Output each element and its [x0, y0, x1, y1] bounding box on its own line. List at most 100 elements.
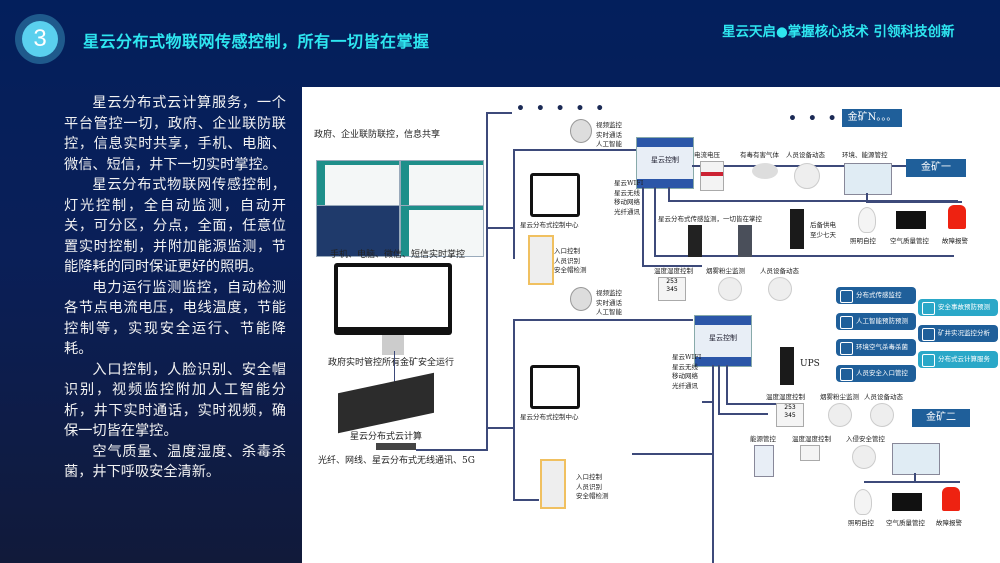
wireless-label-2: 星云WIFI 星云无线 移动网络 光纤通讯	[672, 353, 702, 390]
screenshot-dashboard-3	[316, 205, 400, 257]
energy-meter	[754, 445, 774, 477]
server-rack-2	[738, 225, 752, 257]
light-bulb-1	[858, 207, 876, 233]
lighting-label-1: 照明自控	[850, 237, 876, 245]
paragraph-power: 电力运行监测监控，自动检测各节点电流电压，电线温度，节能控制等，实现安全运行、节…	[64, 279, 286, 358]
feature-pill-sensor: 分布式传感监控	[836, 287, 916, 304]
feature-pill-mine-monitor: 矿井实况监控分析	[918, 325, 998, 342]
alarm-light-2	[942, 487, 960, 511]
env-controller-1	[844, 163, 892, 195]
alarm-light-1	[948, 205, 966, 229]
temp-humidity-label-1: 温度湿度控制	[654, 267, 693, 275]
lighting-label-2: 照明自控	[848, 519, 874, 527]
camera-label-2: 视频监控 实时通话 人工智能	[596, 289, 622, 316]
sliders-icon	[840, 316, 853, 329]
env-controller-2	[892, 443, 940, 475]
toxic-gas-label: 有毒有害气体	[740, 151, 779, 159]
wireless-label-1: 星云WIFI 星云无线 移动网络 光纤通讯	[614, 179, 644, 216]
camera-icon	[922, 328, 935, 341]
smoke-detector-1	[718, 277, 742, 301]
cloud-server	[338, 372, 434, 434]
entry-gate-2	[540, 459, 566, 509]
air-quality-label-2: 空气质量管控	[886, 519, 925, 527]
network-switch	[376, 443, 416, 450]
current-voltage-label: 电流电压	[694, 151, 720, 159]
monitor-icon	[840, 290, 853, 303]
screenshot-dashboard-2	[400, 160, 484, 212]
fault-alarm-label-1: 故障报警	[942, 237, 968, 245]
slogan: 星云天启●掌握核心技术 引领科技创新	[722, 24, 955, 40]
description-text: 星云分布式云计算服务，一个平台管控一切，政府、企业联防联控，信息实时共享，手机、…	[64, 93, 286, 483]
backup-power-label: 后备供电 至少七天	[810, 221, 836, 239]
bell-icon	[922, 302, 935, 315]
sensor-monitor-label: 星云分布式传感监测，一切皆在掌控	[658, 215, 762, 223]
gas-sensor	[752, 163, 778, 179]
mine-n-tag: 金矿N。。。	[842, 109, 902, 127]
id-card-icon	[840, 368, 853, 381]
energy-ctrl-label: 能源管控	[750, 435, 776, 443]
step-badge: 3	[22, 21, 58, 57]
cloud-label: 星云分布式云计算	[350, 432, 423, 442]
presence-sensor-1	[794, 163, 820, 189]
paragraph-entry: 入口控制，人脸识别、安全帽识别，视频监控附加人工智能分析，井下实时通话，实时视频…	[64, 361, 286, 440]
controller-2: 星云控制	[694, 315, 752, 367]
paragraph-air: 空气质量、温度湿度、杀毒杀菌，井下呼吸安全清新。	[64, 443, 286, 481]
camera-label-1: 视频监控 实时通话 人工智能	[596, 121, 622, 148]
fault-alarm-label-2: 故障报警	[936, 519, 962, 527]
page-title: 星云分布式物联网传感控制，所有一切皆在掌握	[83, 32, 430, 51]
feature-pill-air: 环境空气杀毒杀菌	[836, 339, 916, 356]
control-center-label-2: 星云分布式控制中心	[520, 413, 579, 421]
intrusion-sensor	[852, 445, 876, 469]
ups-label: UPS	[800, 359, 820, 369]
personnel-label-1: 人员设备动态	[786, 151, 825, 159]
control-center-screen-2	[530, 365, 580, 409]
entry-gate-1	[528, 235, 554, 285]
paragraph-cloud: 星云分布式云计算服务，一个平台管控一切，政府、企业联防联控，信息实时共享，手机、…	[64, 95, 286, 173]
backup-ups-1	[790, 209, 804, 249]
camera-icon	[570, 119, 592, 143]
ups-unit	[780, 347, 794, 385]
copy-icon	[922, 354, 935, 367]
system-diagram: 政府、企业联防联控，信息共享 手机、电脑、微信、短信实时掌控 政府实时管控所有金…	[302, 87, 1000, 563]
screenshot-dashboard-4	[400, 205, 484, 257]
smoke-detector-2	[828, 403, 852, 427]
smoke-dust-label-1: 烟雾粉尘监测	[706, 267, 745, 275]
devices-label: 手机、电脑、微信、短信实时掌控	[330, 250, 466, 260]
server-rack-1	[688, 225, 702, 257]
feature-pill-entry: 人员安全入口管控	[836, 365, 916, 382]
temp-humidity-label-3: 温度湿度控制	[792, 435, 831, 443]
network-label: 光纤、网线、星云分布式无线通讯、5G	[318, 456, 475, 466]
intrusion-label: 入侵安全管控	[846, 435, 885, 443]
camera-icon-2	[570, 287, 592, 311]
controller-1: 星云控制	[636, 137, 694, 189]
feature-pill-cloud: 分布式云计算服务	[918, 351, 998, 368]
gov-share-label: 政府、企业联防联控，信息共享	[314, 130, 441, 140]
presence-sensor-2	[768, 277, 792, 301]
temp-humidity-label-2: 温度湿度控制	[766, 393, 805, 401]
feature-pill-ai: 人工智能预防预测	[836, 313, 916, 330]
env-energy-label: 环境、能源管控	[842, 151, 888, 159]
entry-label-2: 入口控制 人员识别 安全帽检测	[576, 473, 609, 500]
personnel-label-2: 人员设备动态	[760, 267, 799, 275]
screenshot-dashboard-1	[316, 160, 400, 212]
mine-2-tag: 金矿二	[912, 409, 970, 427]
presence-sensor-3	[870, 403, 894, 427]
current-voltage-meter	[700, 161, 724, 191]
gov-monitor-label: 政府实时管控所有金矿安全运行	[328, 358, 455, 368]
more-sites-dots-left: • • • • •	[516, 101, 608, 117]
paragraph-iot: 星云分布式物联网传感控制，灯光控制，全自动监测，自动开关，可分区，分点，全面，任…	[64, 177, 286, 275]
light-bulb-2	[854, 489, 872, 515]
entry-label-1: 入口控制 人员识别 安全帽检测	[554, 247, 587, 274]
personnel-label-3: 人员设备动态	[864, 393, 903, 401]
gov-monitor	[334, 263, 452, 335]
control-center-screen-1	[530, 173, 580, 217]
smoke-dust-label-2: 烟雾粉尘监测	[820, 393, 859, 401]
monitor-stand	[382, 335, 404, 355]
mine-1-tag: 金矿一	[906, 159, 966, 177]
thermo-hygrometer-3	[800, 445, 820, 461]
air-purifier-1	[896, 211, 926, 229]
air-purifier-2	[892, 493, 922, 511]
air-icon	[840, 342, 853, 355]
